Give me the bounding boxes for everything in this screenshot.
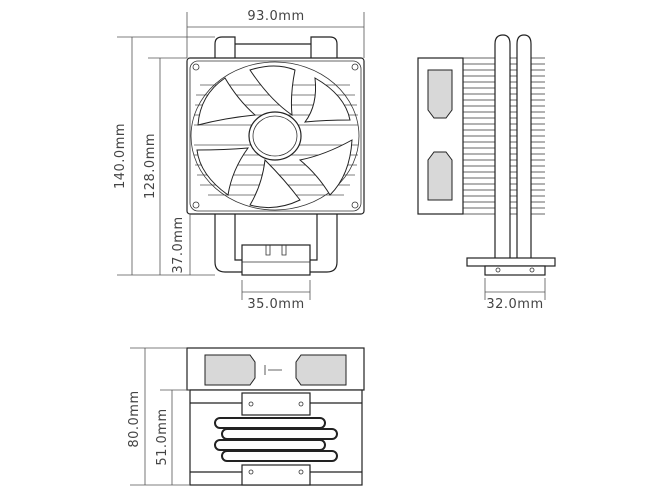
- dim-depth-51: 51.0mm: [155, 408, 170, 465]
- fan-shroud: [190, 61, 360, 211]
- dim-height-140: 140.0mm: [113, 123, 128, 189]
- dim-height-128: 128.0mm: [143, 133, 158, 199]
- fan-hub: [248, 111, 302, 161]
- side-heatpipes: [494, 34, 532, 263]
- side-view: [417, 34, 556, 276]
- side-dimensions: 32.0mm: [484, 278, 546, 312]
- side-base-plate: [466, 257, 556, 267]
- dim-width-32: 32.0mm: [486, 297, 543, 312]
- heatpipes-bottom: [214, 214, 338, 273]
- fan-blades: [196, 65, 353, 209]
- dim-depth-80: 80.0mm: [127, 390, 142, 447]
- front-dimensions: 93.0mm 140.0mm 128.0mm 37.0mm 35.0mm: [113, 9, 365, 312]
- dim-width-93: 93.0mm: [247, 9, 304, 24]
- cpu-base-block: [241, 244, 311, 276]
- dim-height-37: 37.0mm: [171, 216, 186, 273]
- front-view: [186, 36, 365, 276]
- heatpipe-top-loop: [214, 36, 338, 58]
- dim-width-35: 35.0mm: [247, 297, 304, 312]
- top-view: [186, 347, 365, 486]
- top-dimensions: 80.0mm 51.0mm: [127, 347, 190, 486]
- top-heatpipe-loops: [214, 417, 338, 462]
- mount-holes: [192, 63, 359, 209]
